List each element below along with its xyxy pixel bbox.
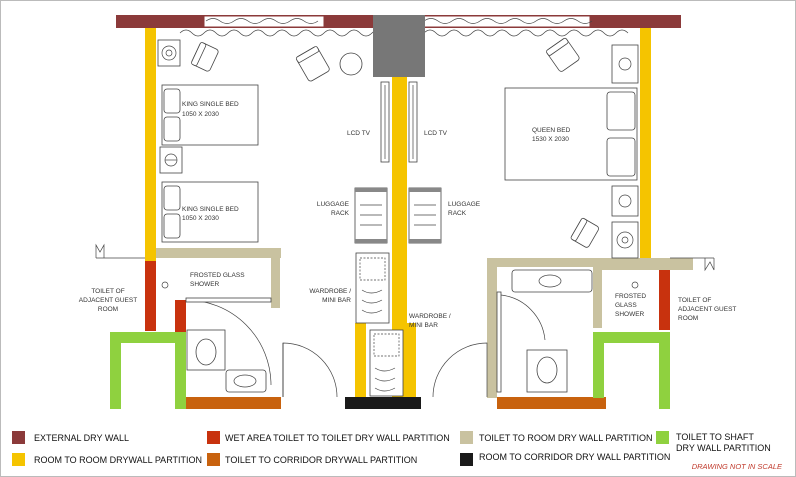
label-queen-bed-dim: 1530 X 2030 <box>532 136 569 143</box>
legend-swatch <box>207 453 220 466</box>
legend: EXTERNAL DRY WALL ROOM TO ROOM DRYWALL P… <box>12 431 783 471</box>
legend-item-toilet-corridor: TOILET TO CORRIDOR DRYWALL PARTITION <box>207 453 417 466</box>
legend-item-toilet-room: TOILET TO ROOM DRY WALL PARTITION <box>460 431 653 444</box>
label-luggage-right-2: RACK <box>448 210 467 217</box>
label-shower-right: FROSTED <box>615 293 646 300</box>
legend-text-2: DRY WALL PARTITION <box>676 443 771 453</box>
legend-item-wet-area: WET AREA TOILET TO TOILET DRY WALL PARTI… <box>207 431 450 444</box>
wet-area-partitions <box>145 261 670 332</box>
left-room-furniture <box>157 39 390 398</box>
legend-text: EXTERNAL DRY WALL <box>34 433 129 443</box>
label-wardrobe-right-2: MINI BAR <box>409 322 438 329</box>
label-wardrobe-right: WARDROBE / <box>409 313 451 320</box>
label-king-bed-top: KING SINGLE BED <box>182 101 239 108</box>
toilet-room-partitions <box>156 248 693 398</box>
legend-text: ROOM TO CORRIDOR DRY WALL PARTITION <box>479 452 670 462</box>
room-corridor-partition <box>345 397 421 409</box>
label-adjacent-right: TOILET OF <box>678 297 711 304</box>
label-adjacent-right-2: ADJACENT GUEST <box>678 306 736 313</box>
label-lcd-tv-left: LCD TV <box>347 130 371 137</box>
middle-wardrobe-right <box>369 81 488 398</box>
label-king-bed-top-dim: 1050 X 2030 <box>182 111 219 118</box>
label-lcd-tv-right: LCD TV <box>424 130 448 137</box>
legend-text: TOILET TO CORRIDOR DRYWALL PARTITION <box>225 455 417 465</box>
legend-swatch <box>460 453 473 466</box>
shaft-partitions <box>110 332 670 409</box>
room-to-room-partitions <box>145 28 651 397</box>
right-room-furniture <box>496 37 639 393</box>
toilet-corridor-partitions <box>186 397 606 409</box>
legend-item-room-corridor: ROOM TO CORRIDOR DRY WALL PARTITION <box>460 452 670 466</box>
room-labels: KING SINGLE BED 1050 X 2030 KING SINGLE … <box>79 101 737 329</box>
label-king-bed-bottom-dim: 1050 X 2030 <box>182 215 219 222</box>
label-wardrobe-left-2: MINI BAR <box>322 297 351 304</box>
legend-text: WET AREA TOILET TO TOILET DRY WALL PARTI… <box>225 433 450 443</box>
legend-text: ROOM TO ROOM DRYWALL PARTITION <box>34 455 202 465</box>
label-king-bed-bottom: KING SINGLE BED <box>182 206 239 213</box>
label-shower-right-3: SHOWER <box>615 311 645 318</box>
label-adjacent-left-3: ROOM <box>98 306 118 313</box>
legend-item-toilet-shaft: TOILET TO SHAFT DRY WALL PARTITION <box>656 431 771 453</box>
luggage-rack-left <box>354 187 388 244</box>
label-wardrobe-left: WARDROBE / <box>309 288 351 295</box>
curtains <box>179 29 629 37</box>
legend-swatch <box>207 431 220 444</box>
label-luggage-right: LUGGAGE <box>448 201 481 208</box>
legend-swatch <box>656 431 669 444</box>
legend-item-room-to-room: ROOM TO ROOM DRYWALL PARTITION <box>12 453 202 466</box>
label-queen-bed: QUEEN BED <box>532 127 571 134</box>
legend-swatch <box>460 431 473 444</box>
legend-item-external: EXTERNAL DRY WALL <box>12 431 129 444</box>
label-luggage-left-2: RACK <box>331 210 350 217</box>
legend-text: TOILET TO SHAFT <box>676 432 754 442</box>
luggage-rack-right <box>408 187 442 244</box>
note-not-in-scale: DRAWING NOT IN SCALE <box>692 462 783 471</box>
label-adjacent-left: TOILET OF <box>91 288 124 295</box>
shaft <box>373 15 425 77</box>
wall-break-marks <box>95 243 715 272</box>
label-shower-left-2: SHOWER <box>190 281 220 288</box>
label-adjacent-left-2: ADJACENT GUEST <box>79 297 137 304</box>
wardrobe-left <box>355 252 390 324</box>
label-luggage-left: LUGGAGE <box>317 201 350 208</box>
legend-swatch <box>12 431 25 444</box>
legend-text: TOILET TO ROOM DRY WALL PARTITION <box>479 433 653 443</box>
label-shower-left: FROSTED GLASS <box>190 272 245 279</box>
legend-swatch <box>12 453 25 466</box>
label-shower-right-2: GLASS <box>615 302 637 309</box>
label-adjacent-right-3: ROOM <box>678 315 698 322</box>
